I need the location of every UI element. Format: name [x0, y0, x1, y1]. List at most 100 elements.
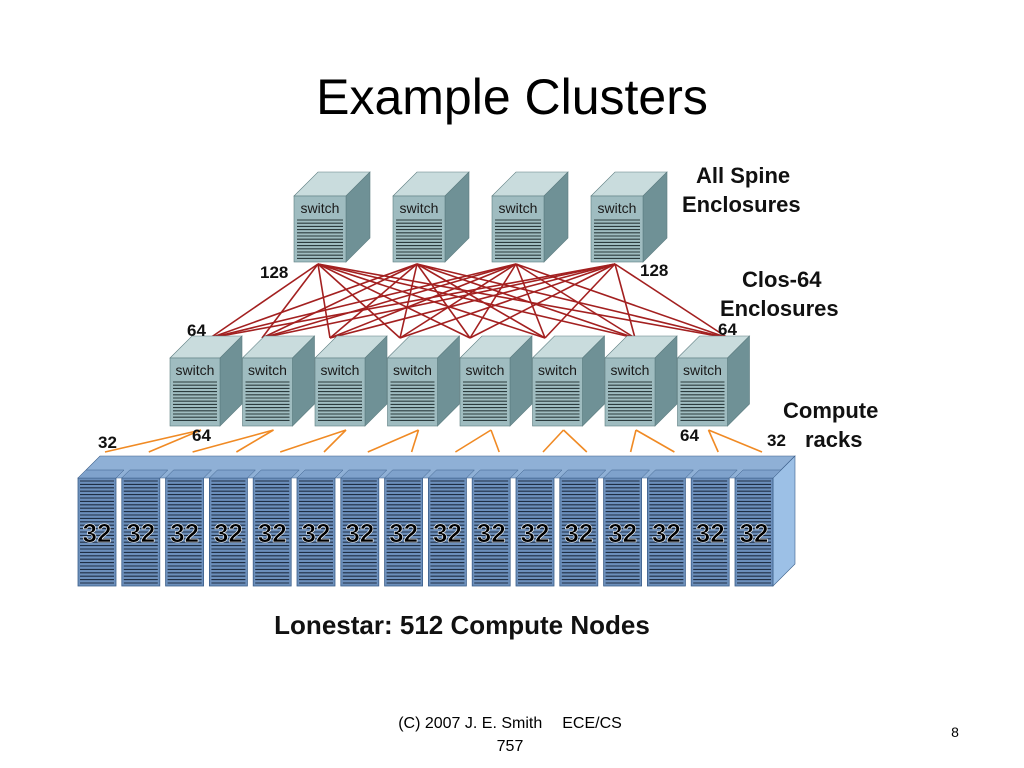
rack-node-count: 32 — [258, 518, 287, 548]
spine-clos-link — [416, 263, 546, 339]
port-label-spine-right: 128 — [640, 261, 668, 280]
spine-clos-link — [261, 263, 616, 339]
switch-label: switch — [321, 362, 360, 378]
switch-front-face — [293, 195, 347, 263]
spine-clos-link — [329, 263, 616, 339]
rack-cap — [77, 469, 125, 479]
rack-cap — [559, 469, 607, 479]
clos-switch: switch — [241, 335, 316, 427]
rack-cap — [340, 469, 388, 479]
port-label-clos-right-top: 64 — [718, 320, 737, 339]
clos-rack-link — [629, 429, 637, 453]
spine-clos-link — [614, 263, 636, 339]
port-label-clos-right-bottom: 64 — [680, 426, 699, 445]
spine-clos-link — [317, 263, 546, 339]
clos-rack-link — [367, 429, 419, 453]
clos-rack-link — [562, 429, 588, 453]
spine-clos-link — [469, 263, 517, 339]
spine-clos-link — [329, 263, 517, 339]
clos-rack-link — [323, 429, 347, 453]
clos-switch-group: switch switch switch switch switch switch swit… — [169, 335, 751, 427]
rack-side-face — [772, 455, 796, 587]
switch-front-face — [590, 195, 644, 263]
clos-rack-link — [707, 429, 719, 453]
compute-rack: 32 — [602, 469, 651, 587]
spine-clos-link — [416, 263, 471, 339]
rack-node-count: 32 — [564, 518, 593, 548]
clos-rack-link — [192, 429, 274, 453]
compute-rack: 32 — [734, 469, 782, 587]
rack-node-count: 32 — [302, 518, 331, 548]
diagram-caption: Lonestar: 512 Compute Nodes — [274, 610, 650, 640]
clos-rack-link — [708, 429, 763, 453]
clos-rack-link — [454, 429, 492, 453]
spine-clos-link — [469, 263, 616, 339]
spine-clos-link — [261, 263, 517, 339]
spine-clos-link — [416, 263, 636, 339]
clos-rack-link — [542, 429, 565, 453]
spine-clos-link — [317, 263, 401, 339]
spine-clos-link — [317, 263, 331, 339]
clos-rack-link — [635, 429, 675, 453]
clos-rack-link — [279, 429, 347, 453]
clos-switch: switch — [314, 335, 388, 427]
rack-cap — [646, 469, 695, 479]
spine-clos-link — [209, 263, 319, 339]
spine-clos-link — [515, 263, 729, 339]
footer-course: ECE/CS — [562, 715, 622, 732]
rack-cap — [602, 469, 651, 479]
clos-rack-link — [148, 429, 202, 453]
switch-label: switch — [176, 362, 215, 378]
switch-label: switch — [393, 362, 432, 378]
footer-course-number: 757 — [496, 738, 524, 755]
switch-label: switch — [598, 200, 637, 216]
spine-clos-link — [317, 263, 471, 339]
rack-node-count: 32 — [477, 518, 506, 548]
footer-author: (C) 2007 J. E. Smith — [398, 715, 543, 732]
clos-label-line2: Enclosures — [720, 296, 839, 321]
compute-rack: 32 — [252, 469, 300, 587]
spine-clos-link — [329, 263, 418, 339]
clos-switch: switch — [531, 335, 606, 427]
switch-label: switch — [611, 362, 650, 378]
rack-node-count: 32 — [608, 518, 637, 548]
spine-clos-link — [209, 263, 517, 339]
switch-label: switch — [466, 362, 505, 378]
compute-rack: 32 — [383, 469, 432, 587]
spine-clos-link — [317, 263, 729, 339]
compute-rack: 32 — [164, 469, 213, 587]
link-lines — [104, 263, 763, 453]
clos-rack-link — [490, 429, 500, 453]
rack-node-count: 32 — [521, 518, 550, 548]
spine-clos-link — [515, 263, 546, 339]
compute-rack: 32 — [77, 469, 125, 587]
switch-label: switch — [499, 200, 538, 216]
clos-switch: switch — [676, 335, 751, 427]
page-number: 8 — [951, 724, 959, 740]
switch-label: switch — [400, 200, 439, 216]
rack-node-count: 32 — [126, 518, 155, 548]
spine-clos-link — [416, 263, 729, 339]
spine-clos-link — [614, 263, 729, 339]
compute-rack: 32 — [296, 469, 344, 587]
rack-node-count: 32 — [389, 518, 418, 548]
rack-cap — [690, 469, 738, 479]
spine-clos-link — [261, 263, 319, 339]
compute-rack: 32 — [559, 469, 607, 587]
rack-node-count: 32 — [652, 518, 681, 548]
clos-rack-link — [410, 429, 420, 453]
rack-node-count: 32 — [696, 518, 725, 548]
rack-cap — [296, 469, 344, 479]
rack-cap — [121, 469, 169, 479]
compute-rack: 32 — [340, 469, 388, 587]
switch-front-face — [491, 195, 545, 263]
spine-switch: switch — [590, 171, 668, 263]
rack-cap — [427, 469, 476, 479]
compute-rack: 32 — [427, 469, 476, 587]
compute-label-line2: racks — [805, 427, 863, 452]
spine-clos-link — [317, 263, 636, 339]
rack-node-count: 32 — [83, 518, 112, 548]
spine-switch: switch — [392, 171, 470, 263]
